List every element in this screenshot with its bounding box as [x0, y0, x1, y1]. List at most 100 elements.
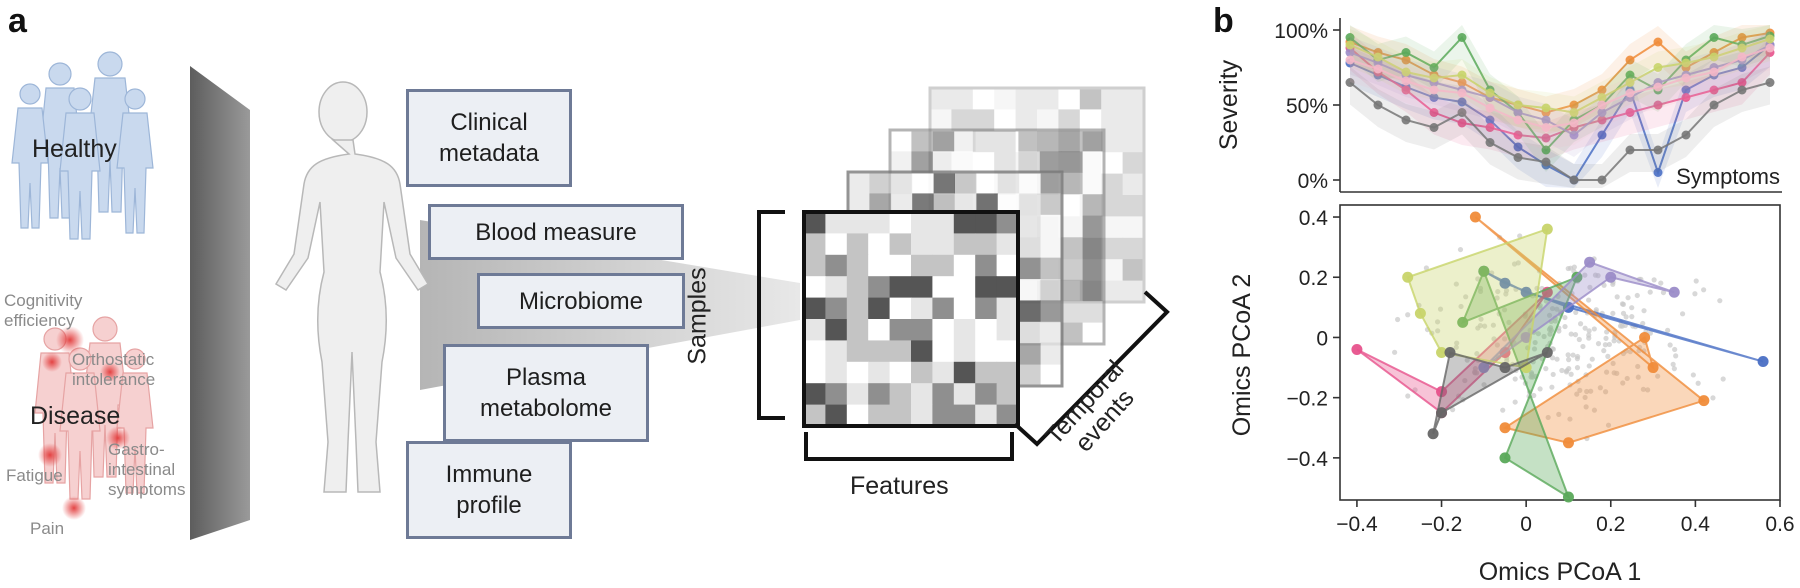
- matrix-cell: [825, 404, 848, 427]
- severity-line: [1349, 47, 1771, 140]
- pcoa-point: [1351, 343, 1363, 355]
- modality-box-clinical-metadata: Clinical metadata: [406, 89, 572, 187]
- matrix-cell: [1082, 258, 1105, 281]
- pcoa-point: [1402, 271, 1414, 283]
- severity-point: [1653, 100, 1663, 110]
- severity-point: [1597, 85, 1607, 95]
- matrix-cell: [804, 404, 826, 427]
- pcoa-point: [1605, 271, 1617, 283]
- pcoa-y-tick-label: 0: [1316, 327, 1328, 350]
- samples-label: Samples: [683, 267, 712, 365]
- severity-point: [1625, 55, 1635, 65]
- matrix-cell: [1015, 109, 1038, 132]
- matrix-cell: [1018, 130, 1041, 152]
- symptom-label: Orthostatic intolerance: [72, 350, 156, 389]
- matrix-cell: [1101, 109, 1124, 132]
- matrix-cell: [848, 193, 870, 216]
- pcoa-background-point: [1554, 356, 1560, 362]
- pcoa-background-point: [1624, 375, 1630, 382]
- matrix-cell: [825, 340, 848, 363]
- pcoa-background-point: [1584, 388, 1590, 395]
- matrix-cell: [1040, 236, 1063, 259]
- severity-point: [1737, 52, 1747, 62]
- severity-point: [1737, 43, 1747, 53]
- panel-label-a: a: [8, 2, 27, 40]
- pcoa-point: [1541, 223, 1553, 235]
- pcoa-background-point: [1603, 335, 1609, 341]
- matrix-cell: [1082, 237, 1105, 259]
- severity-point: [1513, 100, 1523, 110]
- matrix-cell: [972, 109, 995, 132]
- severity-point: [1681, 130, 1691, 140]
- matrix-cell: [825, 254, 848, 277]
- severity-point: [1401, 115, 1411, 125]
- matrix-cell: [1019, 193, 1042, 216]
- pcoa-background-point: [1717, 298, 1723, 304]
- matrix-cell: [825, 361, 848, 384]
- matrix-cell: [1040, 343, 1063, 366]
- pcoa-background-point: [1574, 356, 1580, 362]
- matrix-cell: [951, 109, 974, 132]
- matrix-cell: [1058, 88, 1081, 110]
- severity-band: [1350, 25, 1770, 135]
- pcoa-background-point: [1512, 399, 1518, 405]
- pcoa-point: [1499, 422, 1511, 434]
- matrix-cell: [1040, 364, 1063, 387]
- pcoa-background-point: [1587, 284, 1593, 290]
- matrix-cell: [1061, 237, 1084, 259]
- severity-point: [1513, 142, 1523, 152]
- matrix-cell: [975, 151, 998, 174]
- matrix-cell: [1101, 152, 1124, 175]
- matrix-cell: [1019, 236, 1042, 259]
- matrix-cell: [1122, 259, 1145, 282]
- pcoa-background-point: [1453, 344, 1459, 350]
- matrix-cell: [975, 361, 998, 384]
- matrix-cell: [1040, 279, 1063, 301]
- severity-x-axis-label: Symptoms: [1676, 164, 1780, 189]
- matrix-cell: [825, 212, 848, 234]
- matrix-cell: [932, 151, 955, 174]
- pcoa-background-point: [1543, 366, 1549, 372]
- matrix-layer-border: [802, 210, 1020, 428]
- matrix-cell: [1019, 257, 1042, 280]
- pcoa-background-point: [1545, 414, 1551, 421]
- matrix-cell: [1061, 215, 1084, 238]
- pcoa-background-point: [1566, 357, 1572, 363]
- pcoa-point: [1499, 452, 1511, 464]
- matrix-cell: [953, 361, 976, 384]
- pcoa-background-point: [1614, 294, 1620, 300]
- matrix-cell: [889, 297, 912, 320]
- pcoa-background-point: [1572, 332, 1579, 338]
- pcoa-background-point: [1582, 394, 1588, 401]
- pcoa-point: [1698, 395, 1710, 407]
- pcoa-point: [1478, 362, 1490, 374]
- matrix-cell: [1079, 88, 1102, 110]
- matrix-cell: [1101, 280, 1124, 303]
- matrix-cell: [889, 254, 912, 277]
- matrix-cell: [890, 151, 912, 174]
- matrix-cell: [911, 276, 933, 299]
- pcoa-point: [1444, 347, 1456, 358]
- pcoa-background-point: [1463, 294, 1469, 300]
- matrix-cell: [1040, 172, 1063, 194]
- matrix-cell: [889, 383, 912, 406]
- pcoa-point: [1499, 362, 1511, 374]
- severity-y-tick-label: 50%: [1286, 95, 1328, 118]
- pcoa-background-point: [1651, 277, 1657, 283]
- pcoa-point: [1469, 211, 1481, 223]
- pcoa-background-point: [1563, 369, 1569, 375]
- matrix-cell: [975, 212, 998, 234]
- matrix-cell: [975, 254, 998, 277]
- pcoa-background-point: [1665, 327, 1671, 333]
- healthy-people-icon: [11, 51, 154, 240]
- severity-point: [1513, 153, 1523, 162]
- matrix-cell: [953, 404, 976, 427]
- severity-point: [1457, 70, 1467, 80]
- severity-point: [1709, 52, 1719, 62]
- matrix-cell: [804, 254, 826, 277]
- pcoa-background-point: [1586, 297, 1592, 303]
- pcoa-background-point: [1710, 395, 1716, 401]
- matrix-cell: [994, 109, 1017, 132]
